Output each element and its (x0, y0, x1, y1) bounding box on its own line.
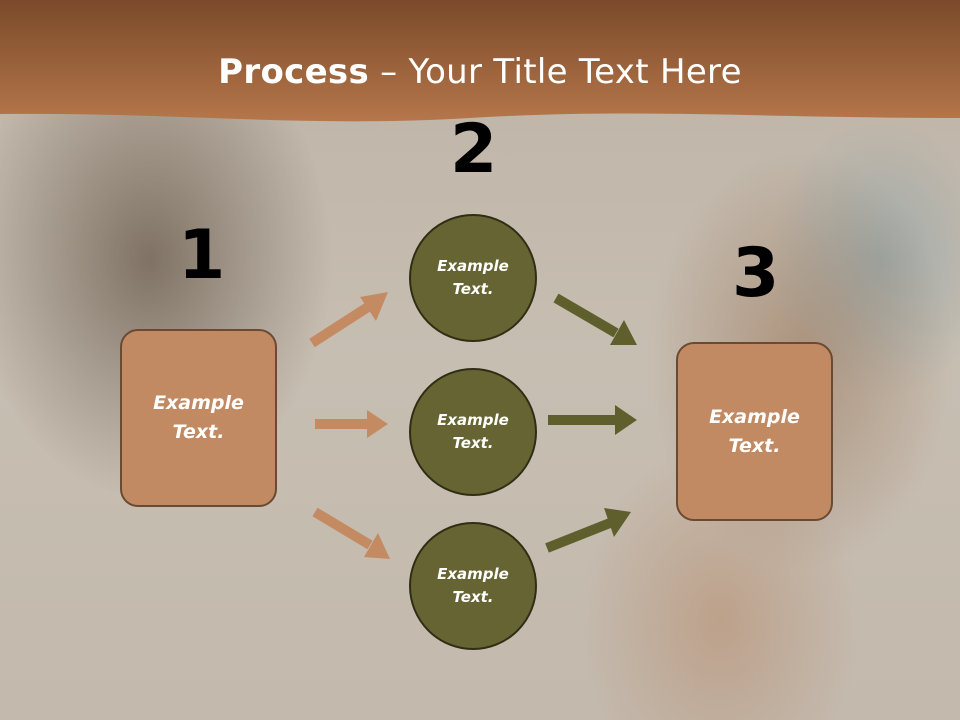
header-banner (0, 0, 960, 122)
right-box-text: Example Text. (709, 405, 800, 457)
circle-top: Example Text. (409, 214, 537, 342)
circle-middle-text: Example Text. (437, 411, 509, 452)
left-arrows (309, 292, 390, 559)
step-number-3: 3 (732, 234, 780, 313)
left-box-text: Example Text. (153, 392, 244, 443)
right-arrows (545, 293, 637, 553)
step-number-1: 1 (178, 216, 226, 295)
arrow-right (315, 410, 388, 438)
arrow-down-right (312, 507, 390, 559)
slide-title: Process – Your Title Text Here (0, 52, 960, 92)
step-number-2: 2 (450, 110, 498, 189)
arrow-right-olive (548, 405, 637, 435)
circle-middle: Example Text. (409, 368, 537, 496)
title-bold: Process (218, 52, 370, 92)
right-box: Example Text. (676, 342, 833, 521)
title-rest: – Your Title Text Here (369, 52, 742, 92)
arrow-down-right-olive (553, 293, 637, 345)
arrow-up-right-olive (545, 508, 631, 553)
circle-bottom: Example Text. (409, 522, 537, 650)
circle-bottom-text: Example Text. (437, 565, 509, 606)
circle-top-text: Example Text. (437, 257, 509, 298)
arrow-up-right (309, 292, 388, 348)
left-box: Example Text. (120, 329, 277, 507)
